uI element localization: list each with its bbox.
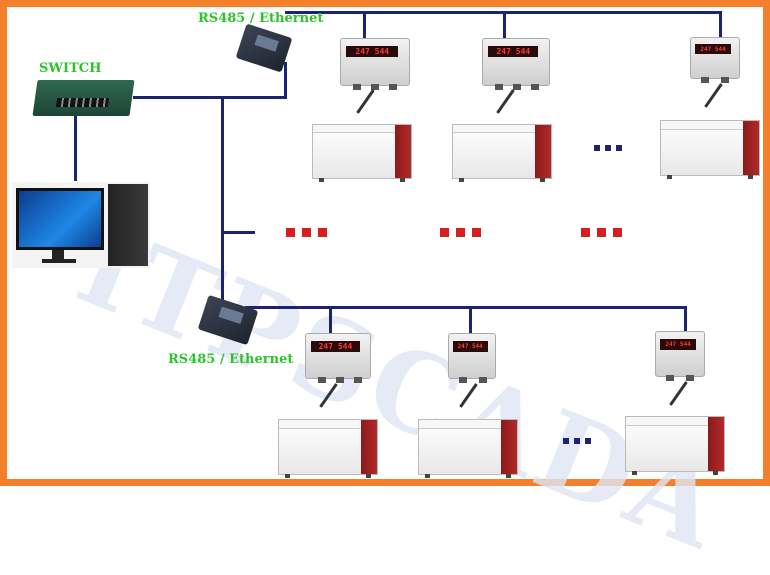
drop-line [684,306,687,332]
branch-line [221,231,255,234]
gateway-link-line [284,62,287,98]
temperature-monitor: 247 544 [340,38,410,90]
switch-label: SWITCH [39,61,102,76]
freezer [452,124,552,182]
freezer [660,120,760,179]
bottom-bus-line [245,306,687,309]
freezer [625,416,725,475]
blue-ellipsis [563,438,591,444]
freezer [278,419,378,478]
temperature-monitor: 247 544 [305,333,371,383]
network-switch [32,80,135,116]
temperature-monitor: 247 544 [482,38,550,90]
freezer [312,124,412,182]
drop-line [719,11,722,39]
drop-line [469,306,472,334]
blue-ellipsis [594,145,622,151]
red-ellipsis [581,228,622,237]
temperature-monitor: 247 544 [690,37,740,83]
trunk-line [221,96,224,331]
red-ellipsis [286,228,327,237]
temperature-monitor: 247 544 [448,333,496,383]
pc-link-line [74,115,77,181]
freezer [418,419,518,478]
drop-line [503,11,506,39]
gateway-bottom-label: RS485 / Ethernet [168,352,294,367]
switch-link-line [133,96,287,99]
red-ellipsis [440,228,481,237]
gateway-top-label: RS485 / Ethernet [198,11,324,26]
computer-workstation [12,182,150,268]
drop-line [329,306,332,334]
temperature-monitor: 247 544 [655,331,705,381]
drop-line [363,11,366,39]
